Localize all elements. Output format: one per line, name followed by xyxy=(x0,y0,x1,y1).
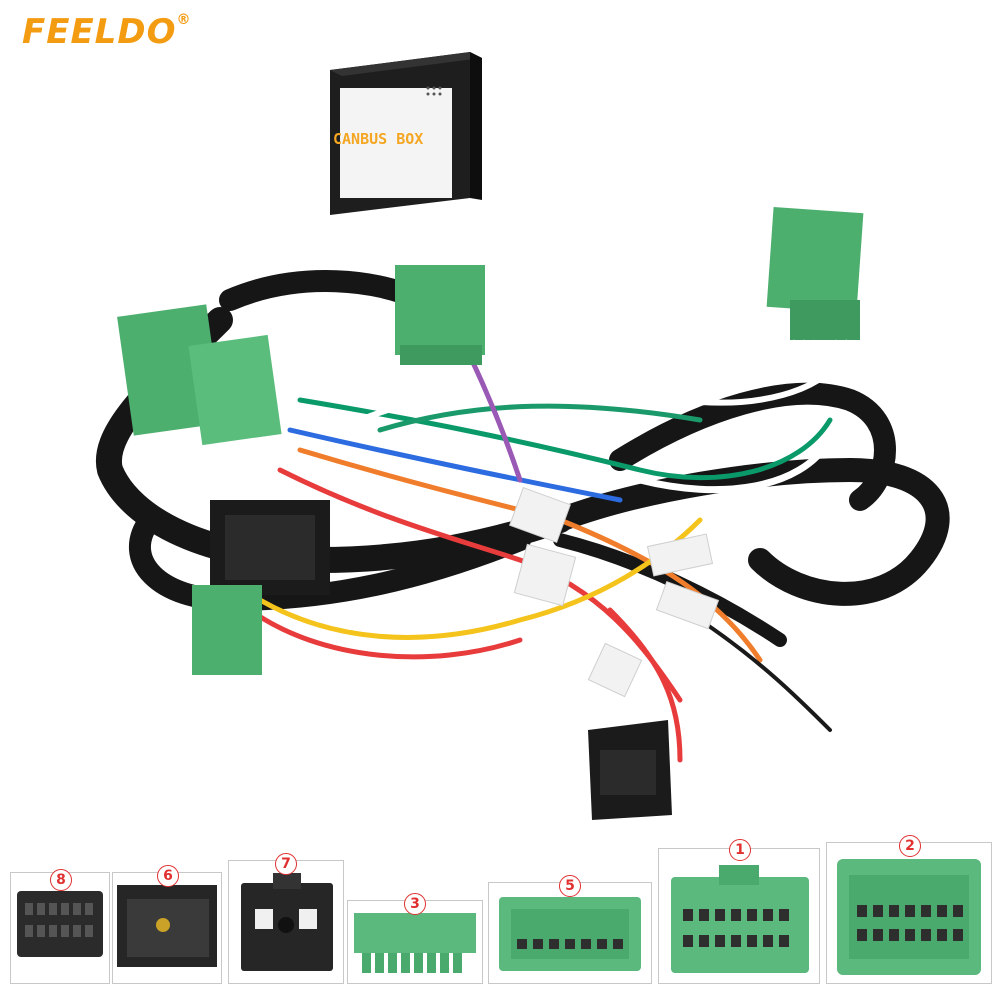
connector-thumb-5: 5 xyxy=(488,875,652,984)
connector-8-number: 8 xyxy=(50,869,72,891)
wire-bundle xyxy=(247,216,843,763)
connector-7-image xyxy=(241,873,333,971)
connector-green-top xyxy=(395,265,485,365)
connector-thumb-1: 1 xyxy=(658,839,820,984)
brand-name: FEELDO xyxy=(22,12,177,52)
connector-3-number: 3 xyxy=(404,893,426,915)
connector-green-left xyxy=(117,304,282,446)
brand-logo: FEELDO® xyxy=(22,12,191,52)
connector-7-number: 7 xyxy=(275,853,297,875)
connector-thumb-6: 6 xyxy=(112,865,222,984)
connector-5-image xyxy=(499,897,641,971)
canbus-box xyxy=(330,52,482,215)
connector-thumb-8: 8 xyxy=(10,869,110,984)
connector-thumb-7: 7 xyxy=(228,853,344,984)
connector-green-right xyxy=(766,206,864,381)
wire-tags xyxy=(509,487,720,698)
connector-2-number: 2 xyxy=(899,835,921,857)
connector-black-bottom xyxy=(588,720,672,820)
connector-6-number: 6 xyxy=(157,865,179,887)
connector-2-image xyxy=(837,859,981,975)
canbus-box-label: CANBUS BOX xyxy=(333,130,424,148)
connector-thumb-2: 2 xyxy=(826,835,992,984)
connector-3-image xyxy=(354,913,476,973)
connector-black-middle xyxy=(210,500,330,595)
registered-mark: ® xyxy=(176,12,192,28)
connector-1-number: 1 xyxy=(729,839,751,861)
connector-1-image xyxy=(671,865,809,973)
connector-5-number: 5 xyxy=(559,875,581,897)
product-photo xyxy=(95,52,950,820)
connector-thumb-3: 3 xyxy=(347,893,483,984)
connector-8-image xyxy=(17,891,103,957)
connector-6-image xyxy=(117,885,217,967)
connector-green-bottom xyxy=(192,585,262,675)
